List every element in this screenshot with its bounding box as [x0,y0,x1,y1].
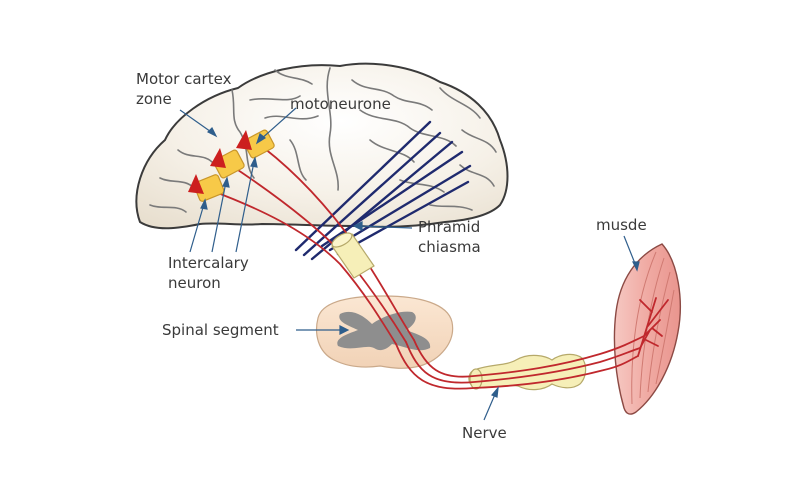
label-pyramid-chiasma-line1: Phramid [418,218,480,236]
muscle [613,243,681,415]
label-intercalary-line2: neuron [168,274,221,292]
label-intercalary-line1: Intercalary [168,254,249,272]
label-muscle: musde [596,216,647,234]
pyramid-chiasma-bundle [331,232,375,279]
neuron-top [236,129,275,159]
label-motoneurone: motoneurone [290,95,391,113]
leader-lines [179,107,640,421]
label-pyramid-chiasma-line2: chiasma [418,238,481,256]
label-spinal-segment: Spinal segment [162,321,279,339]
neuron-bottom [188,174,225,202]
label-nerve: Nerve [462,424,507,442]
nerve-cut-end [469,368,483,390]
neuron-middle [210,148,245,179]
spinal-grey-matter [337,311,431,351]
spinal-segment [315,295,454,369]
label-motor-cortex-line2: zone [136,90,172,108]
label-motor-cortex-line1: Motor cartex [136,70,232,88]
brain-sulci [149,67,497,213]
muscle-belly [613,243,681,415]
motoneurones [188,129,275,202]
